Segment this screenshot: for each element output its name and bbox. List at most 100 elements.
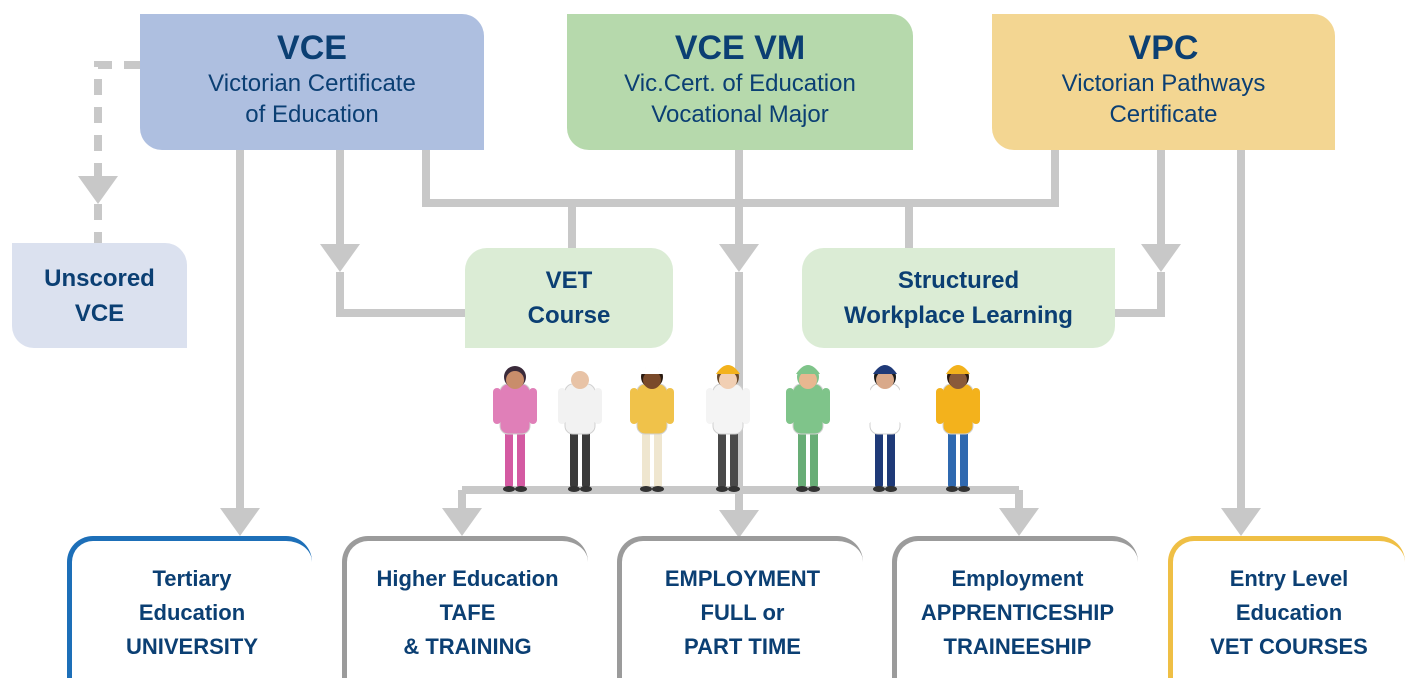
worker-engineer-icon bbox=[706, 365, 750, 492]
outcome-higher-education: Higher Education TAFE & TRAINING bbox=[342, 536, 588, 678]
vce-subtitle-line-2: of Education bbox=[245, 101, 379, 128]
arrowhead bbox=[220, 508, 260, 536]
shoe bbox=[580, 486, 592, 492]
worker-scientist-icon bbox=[558, 366, 602, 492]
torso bbox=[792, 383, 824, 435]
vce-subtitle-line-1: Victorian Certificate bbox=[208, 70, 416, 97]
leg bbox=[730, 428, 738, 488]
torso bbox=[869, 383, 901, 435]
hat bbox=[796, 365, 820, 374]
leg bbox=[505, 428, 513, 488]
arrowhead bbox=[1221, 508, 1261, 536]
vet-course-line-1: VET bbox=[545, 267, 593, 294]
outcome-line: Education bbox=[1235, 599, 1343, 625]
shoe bbox=[958, 486, 970, 492]
hat bbox=[946, 365, 970, 374]
leg bbox=[875, 428, 883, 488]
head bbox=[571, 371, 589, 389]
arm bbox=[666, 388, 674, 424]
shoe bbox=[873, 486, 885, 492]
head bbox=[799, 371, 817, 389]
shoe bbox=[503, 486, 515, 492]
head bbox=[506, 371, 524, 389]
arrowhead bbox=[999, 508, 1039, 536]
head bbox=[643, 371, 661, 389]
head bbox=[949, 371, 967, 389]
vet-course-line-2: Course bbox=[527, 302, 611, 329]
arrowhead bbox=[320, 244, 360, 272]
outcome-apprenticeship: Employment APPRENTICESHIP TRAINEESHIP bbox=[892, 536, 1138, 678]
leg bbox=[642, 428, 650, 488]
outcome-line: Entry Level bbox=[1229, 565, 1349, 591]
torso bbox=[564, 383, 596, 435]
shoe bbox=[946, 486, 958, 492]
outcome-entry-level-education: Entry Level Education VET COURSES bbox=[1168, 536, 1405, 678]
vce-vm-subtitle-line-1: Vic.Cert. of Education bbox=[624, 70, 856, 97]
shoe bbox=[728, 486, 740, 492]
arm bbox=[594, 388, 602, 424]
outcome-line: UNIVERSITY bbox=[125, 633, 259, 659]
arm bbox=[899, 388, 907, 424]
torso bbox=[712, 383, 744, 435]
shoe bbox=[568, 486, 580, 492]
vpc-subtitle-line-2: Certificate bbox=[1109, 101, 1218, 128]
vce-vm-box: VCE VM Vic.Cert. of Education Vocational… bbox=[567, 14, 913, 150]
torso bbox=[499, 383, 531, 435]
leg bbox=[570, 428, 578, 488]
vpc-title: VPC bbox=[1128, 29, 1199, 67]
arrowhead bbox=[442, 508, 482, 536]
leg bbox=[517, 428, 525, 488]
vce-vm-title: VCE VM bbox=[674, 29, 806, 67]
shoe bbox=[515, 486, 527, 492]
shoe bbox=[808, 486, 820, 492]
arrowhead bbox=[1141, 244, 1181, 272]
shoe bbox=[652, 486, 664, 492]
hat bbox=[640, 365, 664, 374]
leg bbox=[810, 428, 818, 488]
outcome-line: APPRENTICESHIP bbox=[920, 599, 1115, 625]
leg bbox=[887, 428, 895, 488]
unscored-vce-line-1: Unscored bbox=[44, 264, 155, 292]
arm bbox=[972, 388, 980, 424]
torso bbox=[942, 383, 974, 435]
worker-surgeon-icon bbox=[786, 365, 830, 492]
worker-chef-icon bbox=[630, 365, 674, 492]
vet-course-box: VET Course bbox=[465, 248, 673, 348]
leg bbox=[960, 428, 968, 488]
arm bbox=[822, 388, 830, 424]
arm bbox=[742, 388, 750, 424]
unscored-vce-line-2: VCE bbox=[74, 299, 125, 327]
hat bbox=[873, 365, 897, 374]
arm bbox=[936, 388, 944, 424]
outcome-line: EMPLOYMENT bbox=[664, 565, 821, 591]
outcome-line: TRAINEESHIP bbox=[943, 633, 1092, 659]
arm bbox=[786, 388, 794, 424]
arm bbox=[630, 388, 638, 424]
shoe bbox=[796, 486, 808, 492]
arm bbox=[529, 388, 537, 424]
connector-line bbox=[94, 61, 140, 180]
vpc-box: VPC Victorian Pathways Certificate bbox=[992, 14, 1335, 150]
outcome-line: VET COURSES bbox=[1210, 633, 1368, 659]
vce-vm-subtitle-line-2: Vocational Major bbox=[651, 101, 829, 128]
arm bbox=[558, 388, 566, 424]
connector-line bbox=[336, 272, 465, 317]
outcome-line: FULL or bbox=[700, 599, 785, 625]
outcome-line: Tertiary bbox=[152, 565, 232, 591]
outcome-line: Higher Education bbox=[376, 565, 559, 591]
outcome-employment: EMPLOYMENT FULL or PART TIME bbox=[617, 536, 863, 678]
arrowhead bbox=[719, 244, 759, 272]
hat bbox=[716, 365, 740, 374]
leg bbox=[582, 428, 590, 488]
vce-title: VCE bbox=[277, 29, 347, 67]
shoe bbox=[716, 486, 728, 492]
outcome-line: & TRAINING bbox=[403, 633, 532, 659]
workers-illustration bbox=[493, 365, 980, 492]
leg bbox=[948, 428, 956, 488]
arrowhead bbox=[719, 510, 759, 538]
head bbox=[719, 371, 737, 389]
shoe bbox=[640, 486, 652, 492]
arrowhead bbox=[78, 176, 118, 204]
vpc-subtitle-line-1: Victorian Pathways bbox=[1061, 70, 1266, 97]
swl-line-1: Structured bbox=[897, 267, 1020, 294]
